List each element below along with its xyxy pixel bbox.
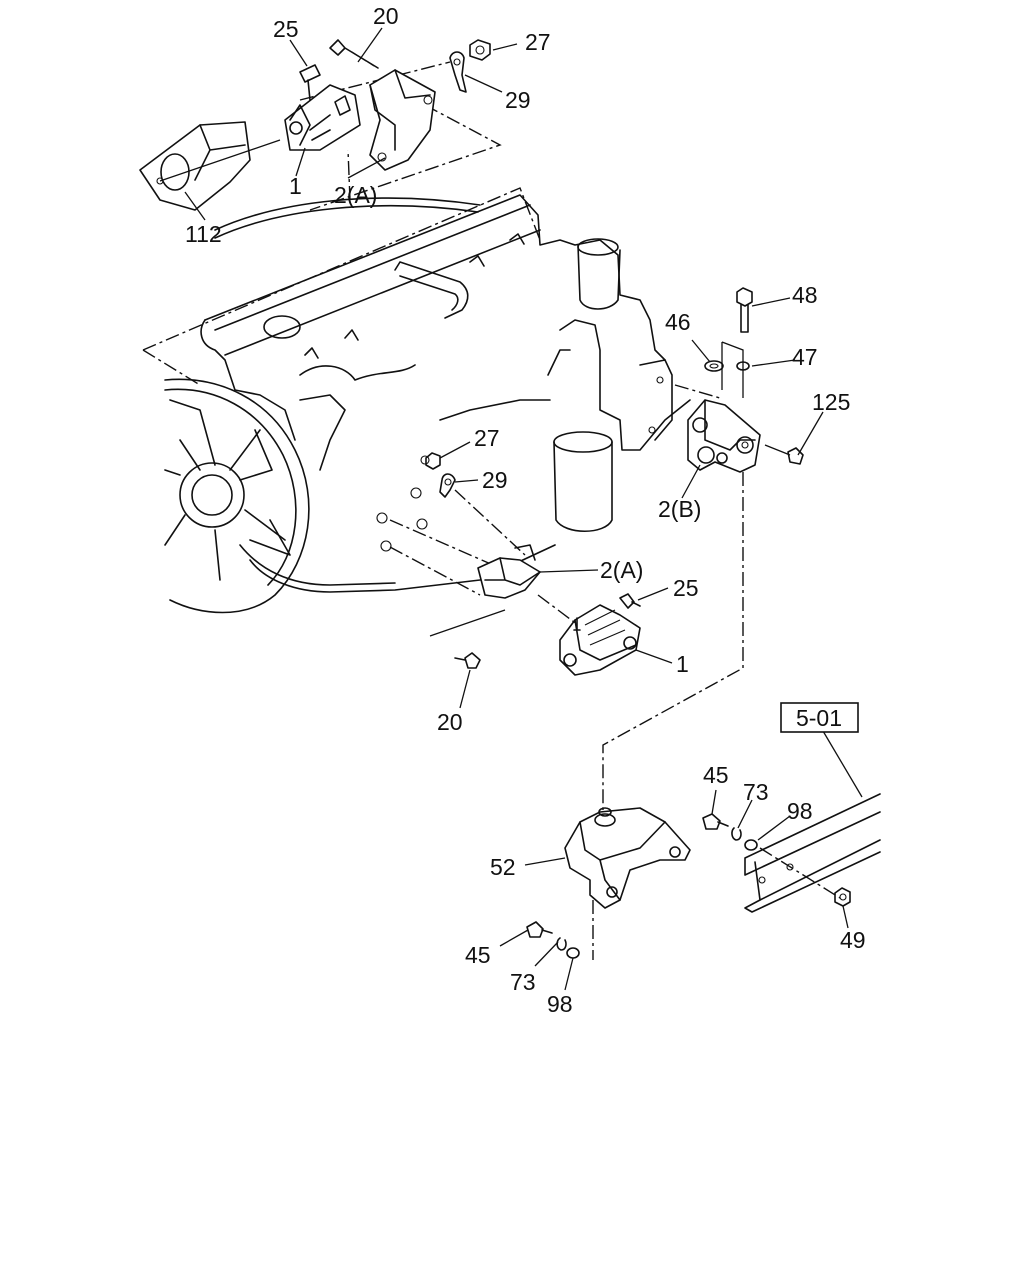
callout-mid-27: 27	[474, 425, 500, 451]
front-mount-detail	[389, 452, 641, 676]
callout-mid-20: 20	[437, 709, 463, 735]
callout-right-125: 125	[812, 389, 850, 415]
callout-low-52: 52	[490, 854, 516, 880]
top-bracket-detail	[139, 39, 502, 211]
callout-top-27: 27	[525, 29, 551, 55]
callout-low-98-left: 98	[547, 991, 573, 1017]
rear-mount-bracket-detail	[674, 287, 804, 473]
frame-mount-detail	[526, 730, 881, 960]
callout-right-2b: 2(B)	[658, 496, 701, 522]
reference-box-label: 5-01	[796, 705, 842, 731]
callout-low-45-left: 45	[465, 942, 491, 968]
callout-top-2a: 2(A)	[334, 182, 377, 208]
reference-box	[780, 702, 859, 733]
callout-right-47: 47	[792, 344, 818, 370]
callout-leader-lines	[184, 27, 849, 991]
callout-right-48: 48	[792, 282, 818, 308]
callout-top-112: 112	[185, 221, 222, 247]
connection-line-2b-to-52	[602, 472, 744, 810]
callout-labels: 25 20 27 29 1 2(A) 112 48 46 47 125 2(B)…	[185, 3, 866, 1017]
callout-top-25: 25	[273, 16, 299, 42]
callout-mid-1: 1	[676, 651, 689, 677]
callout-low-73-right: 73	[743, 779, 769, 805]
callout-top-20: 20	[373, 3, 399, 29]
callout-low-73-left: 73	[510, 969, 536, 995]
callout-top-1: 1	[289, 173, 302, 199]
callout-mid-29: 29	[482, 467, 508, 493]
callout-mid-2a: 2(A)	[600, 557, 643, 583]
callout-low-98-right: 98	[787, 798, 813, 824]
callout-low-45-right: 45	[703, 762, 729, 788]
callout-low-49: 49	[840, 927, 866, 953]
callout-right-46: 46	[665, 309, 691, 335]
cooling-fan-illustration	[164, 378, 310, 614]
callout-top-29: 29	[505, 87, 531, 113]
callout-mid-25: 25	[673, 575, 699, 601]
engine-illustration	[142, 187, 691, 593]
